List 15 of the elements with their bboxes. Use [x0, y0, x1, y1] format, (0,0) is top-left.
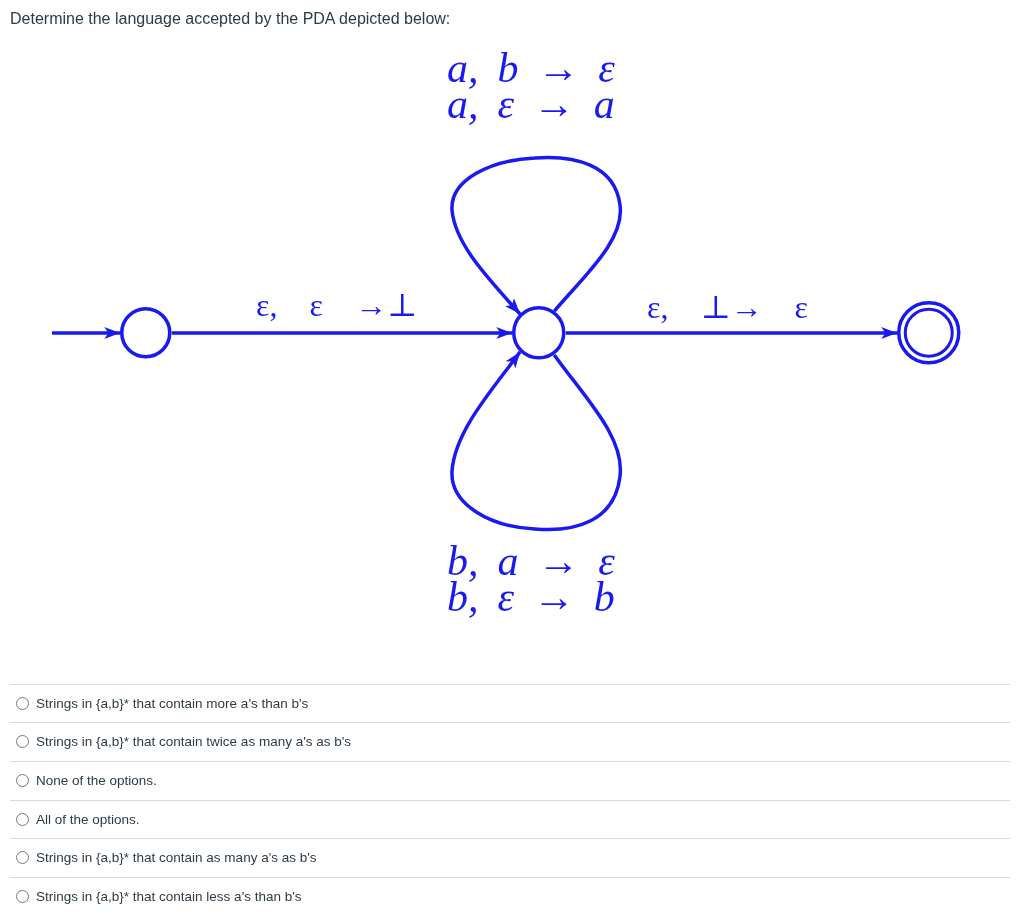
loop-arrow — [450, 155, 622, 316]
option-text: Strings in {a,b}* that contain less a's than b's — [36, 888, 302, 906]
arrow — [52, 327, 121, 339]
option-text: None of the options. — [36, 771, 157, 790]
option-text: All of the options. — [36, 810, 140, 829]
double-state-circle — [897, 301, 961, 365]
option-text: Strings in {a,b}* that contain as many a's as b's — [36, 849, 317, 868]
option-text: Strings in {a,b}* that contain more a's than b's — [36, 694, 309, 713]
question-title: Determine the language accepted by the PDA depicted below: — [10, 9, 451, 29]
state-circle — [512, 306, 566, 360]
option-text: Strings in {a,b}* that contain twice as many a's as b's — [36, 733, 352, 752]
arrow — [565, 327, 898, 339]
loop-arrow — [450, 350, 623, 532]
arrow — [171, 327, 513, 339]
state-circle — [120, 307, 172, 359]
